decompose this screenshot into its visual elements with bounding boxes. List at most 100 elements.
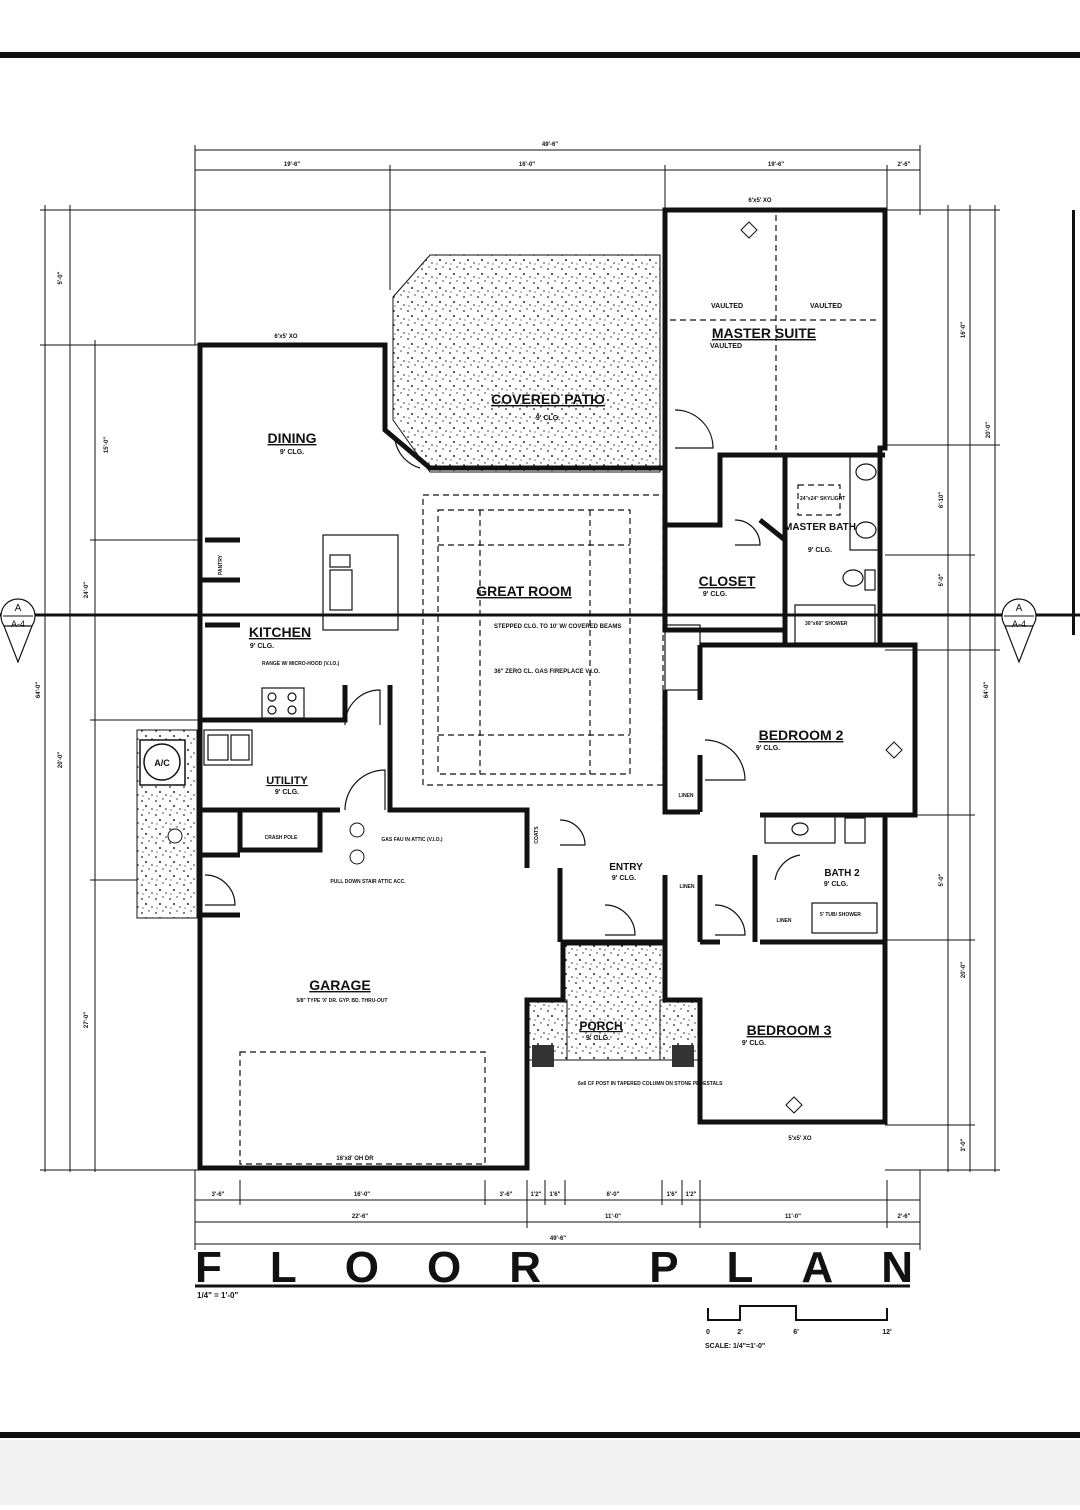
room-master-bath-sub: 9' CLG.: [808, 547, 832, 554]
dim-top-4: 2'-6": [898, 162, 911, 168]
dim-left-2: 15'-0": [104, 437, 110, 453]
note-window-top: 6'x5' XO: [748, 198, 772, 204]
ac-label: A/C: [154, 758, 170, 768]
dim-bottom-a6: 6'-0": [607, 1192, 620, 1198]
room-kitchen-sub: 9' CLG.: [250, 643, 274, 650]
note-fireplace: 36" ZERO CL. GAS FIREPLACE V.I.O.: [494, 669, 600, 675]
sheet-footer-strip: [0, 1440, 1080, 1505]
room-master-bath: MASTER BATH: [784, 522, 856, 533]
garage-door-swing: [239, 1051, 486, 1165]
dim-bottom-a5: 1'6": [550, 1192, 561, 1198]
dim-left-3: 24'-0": [84, 582, 90, 598]
dim-overall-top: 49'-6": [542, 142, 558, 148]
dim-top-3: 19'-6": [768, 162, 784, 168]
room-kitchen: KITCHEN: [249, 624, 311, 640]
dim-bottom-b1: 22'-6": [352, 1214, 368, 1220]
room-bedroom2: BEDROOM 2: [759, 727, 844, 743]
top-dimension-lines: [194, 145, 921, 345]
bath2-fixtures: [764, 814, 878, 934]
porch-columns: [532, 1045, 694, 1067]
exterior-walls: [197, 207, 918, 1171]
dim-bottom-b2: 11'-0": [605, 1214, 621, 1220]
washer-dryer: [203, 729, 253, 766]
dim-right-4: 5'-0": [939, 573, 945, 586]
note-vaulted-left: VAULTED: [711, 303, 743, 310]
range: [261, 687, 305, 719]
scale-tick-2: 2': [737, 1329, 743, 1336]
interior-walls: [200, 452, 885, 945]
room-garage: GARAGE: [309, 977, 370, 993]
dim-bottom-a1: 3'-6": [212, 1192, 225, 1198]
dim-right-overall: 64'-0": [984, 682, 990, 698]
scale-note: 1/4" = 1'-0": [197, 1291, 238, 1300]
dim-right-7: 3'-0": [961, 1138, 967, 1151]
section-letter-right: A: [1016, 603, 1023, 614]
note-linen-3: LINEN: [679, 793, 694, 799]
note-pull-down: PULL DOWN STAIR ATTIC ACC.: [330, 879, 406, 885]
left-dimension-lines: [40, 205, 665, 1172]
note-tub: 5' TUB/ SHOWER: [820, 912, 861, 918]
plan-title: FLOOR PLAN: [195, 1243, 961, 1292]
dim-right-5: 20'-0": [961, 962, 967, 978]
note-coats: COATS: [534, 826, 540, 844]
dim-top-2: 16'-0": [519, 162, 535, 168]
note-gas-fau: GAS FAU IN ATTIC (V.I.O.): [381, 837, 443, 843]
dim-right-1: 16'-0": [961, 322, 967, 338]
room-bedroom3-sub: 9' CLG.: [742, 1040, 766, 1047]
kitchen-island: [322, 534, 399, 631]
sheet-right-mark: [1072, 210, 1075, 635]
dim-top-1: 19'-6": [284, 162, 300, 168]
room-dining-sub: 9' CLG.: [280, 449, 304, 456]
note-crash-pole: CRASH POLE: [265, 835, 298, 841]
tag-markers: [167, 221, 903, 1114]
section-sheet-right: A-4: [1012, 619, 1026, 629]
note-linen-2: LINEN: [777, 918, 792, 924]
dim-left-overall: 64'-0": [36, 682, 42, 698]
room-covered-patio: COVERED PATIO: [491, 391, 605, 407]
ac-unit: A/C: [139, 739, 186, 786]
dim-right-6: 5'-0": [939, 873, 945, 886]
section-sheet-left: A-4: [11, 619, 25, 629]
sheet-bottom-border: [0, 1432, 1080, 1438]
dim-left-1: 5'-0": [58, 271, 64, 284]
note-range: RANGE W/ MICRO-HOOD (V.I.O.): [262, 661, 340, 667]
scale-label: SCALE: 1/4"=1'-0": [705, 1343, 765, 1350]
note-pantry: PANTRY: [218, 554, 224, 575]
room-closet: CLOSET: [699, 573, 756, 589]
room-closet-sub: 9' CLG.: [703, 591, 727, 598]
fireplace: [664, 624, 701, 691]
room-garage-sub: 5/8" TYPE 'X' DR. GYP. BD. THRU-OUT: [296, 998, 387, 1004]
section-marker-right: A A-4: [1001, 598, 1037, 664]
room-bedroom3: BEDROOM 3: [747, 1022, 832, 1038]
room-utility: UTILITY: [266, 775, 308, 787]
dim-right-2: 20'-0": [986, 422, 992, 438]
bottom-dimension-lines: [194, 1170, 921, 1250]
room-porch-sub: 9' CLG.: [586, 1035, 610, 1042]
note-garage-door: 16'x8' OH DR: [336, 1156, 374, 1162]
room-entry: ENTRY: [609, 862, 643, 873]
room-bath2: BATH 2: [824, 868, 860, 879]
scale-bar: 0 2' 6' 12' SCALE: 1/4"=1'-0": [705, 1305, 892, 1350]
sheet-top-border: [0, 52, 1080, 58]
note-vaulted-right: VAULTED: [810, 303, 842, 310]
note-porch-post: 6x6 CF POST IN TAPERED COLUMN ON STONE P…: [578, 1081, 723, 1087]
dim-bottom-a4: 1'2": [531, 1192, 542, 1198]
room-utility-sub: 9' CLG.: [275, 789, 299, 796]
section-marker-left: A A-4: [0, 598, 36, 664]
room-master-suite-sub: VAULTED: [710, 343, 742, 350]
dim-overall-bottom: 49'-6": [550, 1236, 566, 1242]
scale-tick-6: 6': [793, 1329, 799, 1336]
right-dimension-lines: [885, 205, 1000, 1172]
dim-bottom-a2: 16'-0": [354, 1192, 370, 1198]
section-letter-left: A: [15, 603, 22, 614]
dim-bottom-a7: 1'6": [667, 1192, 678, 1198]
note-linen-1: LINEN: [680, 884, 695, 890]
room-entry-sub: 9' CLG.: [612, 875, 636, 882]
master-bath-fixtures: [794, 454, 881, 644]
dim-bottom-a3: 3'-6": [500, 1192, 513, 1198]
dim-bottom-b3: 11'-0": [785, 1214, 801, 1220]
room-bath2-sub: 9' CLG.: [824, 881, 848, 888]
dim-left-4: 20'-0": [58, 752, 64, 768]
